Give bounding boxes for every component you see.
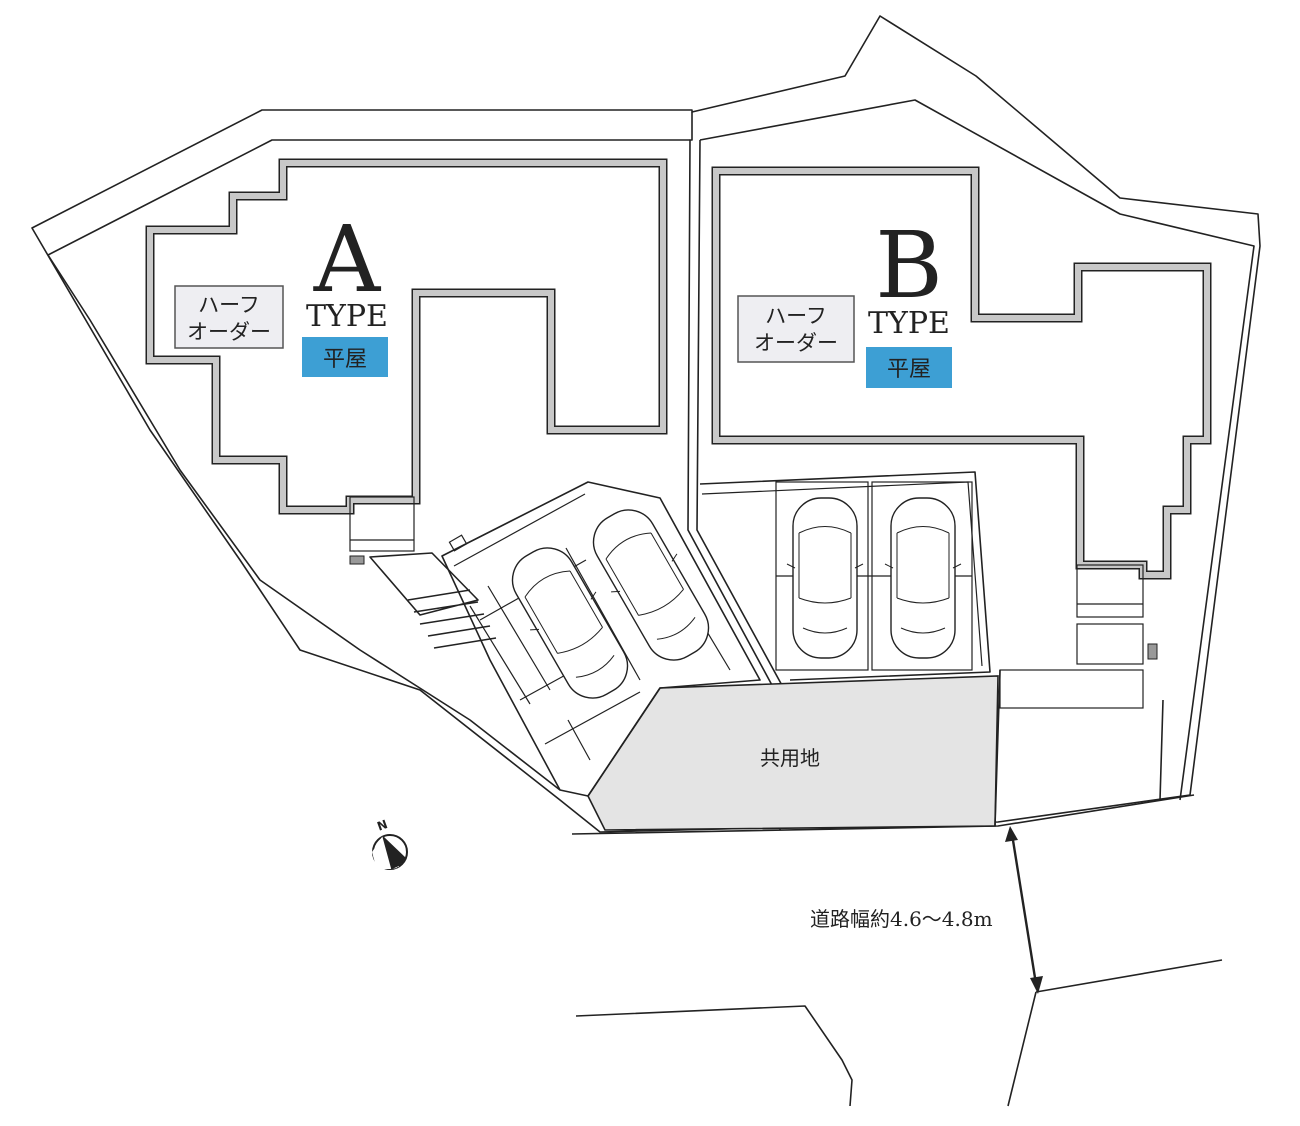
lot-a-type-label: TYPE xyxy=(306,299,388,334)
house-b-outline xyxy=(711,166,1212,580)
house-a-outline-inner xyxy=(147,160,666,513)
lot-b-order-badge: ハーフ オーダー xyxy=(737,295,855,363)
house-a-entrance xyxy=(349,496,415,552)
lot-a-style-badge: 平屋 xyxy=(302,337,388,377)
parking-a-boundary xyxy=(441,481,761,797)
east-strip xyxy=(994,669,1164,827)
lot-a-letter: A xyxy=(313,206,382,313)
lot-b-type-label: TYPE xyxy=(868,306,950,341)
lot-a-order-line-2: オーダー xyxy=(187,320,271,344)
road-width-arrowhead-top xyxy=(1005,826,1018,842)
car-b-1 xyxy=(786,497,864,659)
car-a-1 xyxy=(511,547,629,699)
lot-b-order-line-1: ハーフ xyxy=(765,304,827,328)
compass-icon: N xyxy=(372,817,408,870)
compass-label: N xyxy=(375,817,389,834)
road-south-edge xyxy=(575,1005,853,1107)
car-a-2 xyxy=(592,509,710,661)
car-b-2 xyxy=(884,497,962,659)
lot-a-order-line-1: ハーフ xyxy=(198,293,260,317)
house-b-yard xyxy=(999,669,1144,709)
approach-a xyxy=(369,552,497,649)
road-width-arrow xyxy=(1010,833,1038,985)
house-b-entrance xyxy=(1076,564,1144,618)
road-width-arrowhead-bottom xyxy=(1030,976,1043,994)
road-width-label: 道路幅約4.6〜4.8m xyxy=(810,907,993,931)
lot-b-letter: B xyxy=(875,212,943,319)
lot-a-style-text: 平屋 xyxy=(323,347,367,372)
lot-b-order-line-2: オーダー xyxy=(754,331,838,355)
lot-b-style-badge: 平屋 xyxy=(866,347,952,388)
house-b-outline-inner xyxy=(713,168,1210,578)
house-b-approach xyxy=(1076,623,1144,665)
site-boundary-west xyxy=(47,254,561,791)
lot-a-order-badge: ハーフ オーダー xyxy=(174,285,284,349)
house-a-meter xyxy=(349,555,365,565)
lot-divider-inner xyxy=(696,139,791,701)
road-north-edge xyxy=(571,794,1195,835)
common-area-label: 共用地 xyxy=(760,746,820,770)
house-b-meter xyxy=(1147,643,1158,660)
site-boundary-inner xyxy=(47,99,1255,801)
parking-b-boundary xyxy=(699,471,991,681)
road-south-edge-east xyxy=(1007,959,1223,1107)
lot-b-style-text: 平屋 xyxy=(887,357,931,382)
